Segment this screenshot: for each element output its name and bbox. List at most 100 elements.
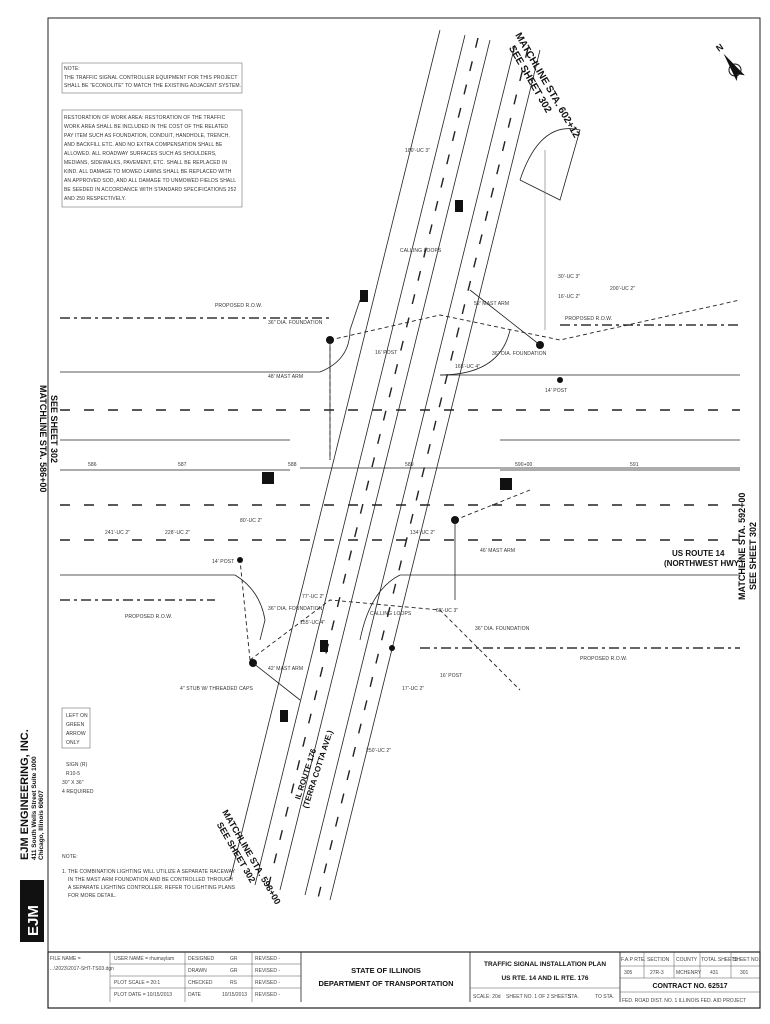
labels-uc-9: 155'-UC 4" — [300, 620, 325, 626]
stations-5: 591 — [630, 462, 639, 468]
sign-legend-1: R10-5 — [66, 771, 80, 777]
labels-foundation: 36" DIA. FOUNDATION — [475, 626, 530, 632]
signal-head — [262, 472, 274, 484]
title-block-checked-2: RS — [230, 980, 238, 986]
title-block: FILE NAME = ...\2023\2017-SHT-TS03.dgn U… — [47, 951, 761, 1009]
signal-head — [280, 710, 288, 722]
north-arrow-icon: N — [714, 42, 745, 82]
firm-address2: Chicago, Illinois 60607 — [38, 790, 45, 860]
notes-lighting-text-0: 1. THE COMBINATION LIGHTING WILL UTILIZE… — [62, 869, 236, 875]
labels-row: PROPOSED R.O.W. — [580, 656, 627, 662]
labels-row: PROPOSED R.O.W. — [125, 614, 172, 620]
title-block-sheet-no: SHEET NO. 1 OF 2 SHEETS — [506, 994, 572, 1000]
labels-calling-loops: CALLING LOOPS — [400, 248, 442, 254]
title-block-revised: REVISED - — [255, 992, 280, 998]
title-block-total: 431 — [710, 970, 719, 976]
controller-note: NOTE: THE TRAFFIC SIGNAL CONTROLLER EQUI… — [61, 62, 243, 94]
title-block-section-label: SECTION — [647, 957, 670, 963]
title-block-sheet: 301 — [740, 970, 749, 976]
stations-1: 587 — [178, 462, 187, 468]
notes-controller-title: NOTE: — [64, 66, 80, 72]
notes-restoration-text-8: BE SEEDED IN ACCORDANCE WITH STANDARD SP… — [64, 187, 237, 193]
title-block-section: 27R-3 — [650, 970, 664, 976]
title-block-sheet-label: SHEET NO. — [733, 957, 760, 963]
labels-uc-1: 30'-UC 3" — [558, 274, 580, 280]
notes-lighting-text-2: A SEPARATE LIGHTING CONTROLLER. REFER TO… — [68, 885, 236, 891]
labels-row: PROPOSED R.O.W. — [565, 316, 612, 322]
notes-restoration-text-5: MEDIANS, SIDEWALKS, PAVEMENT, ETC. SHALL… — [64, 160, 227, 166]
labels-uc-11: 17'-UC 2" — [402, 686, 424, 692]
title-block-fap: 305 — [624, 970, 633, 976]
notes-controller-text-0: THE TRAFFIC SIGNAL CONTROLLER EQUIPMENT … — [64, 75, 238, 81]
labels-uc-5: 241'-UC 2" — [105, 530, 130, 536]
notes-restoration-text-3: AND BACKFILL ETC. AND NO EXTRA COMPENSAT… — [64, 142, 223, 148]
matchlines-right-1: SEE SHEET 302 — [748, 522, 758, 590]
title-block-user-name: USER NAME = rhumaylam — [114, 956, 174, 962]
labels-uc-8: 77'-UC 2" — [302, 594, 324, 600]
mast-arms — [252, 289, 541, 701]
notes-restoration-text-7: AN APPROVED SOD, AND ALL DAMAGE TO UNMOW… — [64, 178, 236, 184]
matchline-bottom: MATCHLINE STA. 598+00 SEE SHEET 302 — [215, 808, 283, 906]
title-block-fap-label: F.A.P RTE. — [621, 957, 646, 963]
title-block-agency1: STATE OF ILLINOIS — [351, 966, 421, 975]
post — [389, 645, 395, 651]
labels-post-16: 16' POST — [440, 673, 462, 679]
firm-logo: EJM EJM ENGINEERING, INC. 411 South Well… — [19, 729, 45, 942]
labels-mast-48: 48' MAST ARM — [268, 374, 303, 380]
title-block-file-name: ...\2023\2017-SHT-TS03.dgn — [50, 966, 114, 972]
labels-foundation: 36" DIA. FOUNDATION — [492, 351, 547, 357]
restoration-note: RESTORATION OF WORK AREA: RESTORATION OF… — [61, 109, 243, 208]
station-labels: 586 587 588 589 590+00 591 — [88, 462, 639, 468]
title-block-designed-2: GR — [230, 956, 238, 962]
title-block-drawn-2: GR — [230, 968, 238, 974]
stations-0: 586 — [88, 462, 97, 468]
matchline-left: MATCHLINE STA. 586+00 SEE SHEET 302 — [38, 385, 59, 492]
title-block-revised: REVISED - — [255, 968, 280, 974]
notes-restoration-text-4: ALLOWED. ALL ROADWAY SURFACES SUCH AS SH… — [64, 151, 217, 157]
labels-post-16: 16' POST — [375, 350, 397, 356]
title-block-sheet-title2: US RTE. 14 AND IL RTE. 176 — [501, 975, 588, 982]
callout-labels: PROPOSED R.O.W. PROPOSED R.O.W. PROPOSED… — [105, 148, 635, 754]
sign-text-1: GREEN — [66, 722, 85, 728]
sign-legend-0: SIGN (R) — [66, 762, 88, 768]
title-block-checked-0: CHECKED — [188, 980, 213, 986]
notes-lighting-text-3: FOR MORE DETAIL. — [68, 893, 116, 899]
title-block-revised: REVISED - — [255, 956, 280, 962]
labels-calling-loops: CALLING LOOPS — [370, 611, 412, 617]
north-arrow: N — [714, 42, 725, 54]
sign-legend-2: 30" X 36" — [62, 780, 84, 786]
stations-2: 588 — [288, 462, 297, 468]
us-route-14-label: US ROUTE 14 (NORTHWEST HWY.) — [664, 549, 743, 568]
matchline-top: MATCHLINE STA. 602+12 SEE SHEET 302 — [506, 31, 582, 140]
matchlines-top-0: MATCHLINE STA. 602+12 — [512, 31, 581, 140]
notes-restoration-text-2: PAY ITEM SUCH AS FOUNDATION, CONDUIT, HA… — [64, 133, 230, 139]
us-route-14-roadway — [60, 299, 740, 649]
labels-uc-10: 68'-UC 3" — [436, 608, 458, 614]
signal-head — [455, 200, 463, 212]
matchlines-left-1: SEE SHEET 302 — [49, 395, 59, 463]
title-block-designed-0: DESIGNED — [188, 956, 215, 962]
title-block-revised: REVISED - — [255, 980, 280, 986]
labels-post-14: 14' POST — [212, 559, 234, 565]
notes-controller-text-1: SHALL BE "ECONOLITE" TO MATCH THE EXISTI… — [64, 83, 241, 89]
title-block-agency2: DEPARTMENT OF TRANSPORTATION — [319, 979, 454, 988]
notes-restoration-text-9: AND 250 RESPECTIVELY. — [64, 196, 126, 202]
title-block-sheet-title1: TRAFFIC SIGNAL INSTALLATION PLAN — [484, 961, 606, 968]
title-block-sta-from: STA. — [568, 994, 579, 1000]
title-block-date-2: 10/15/2013 — [222, 992, 247, 998]
title-block-plot-date: PLOT DATE = 10/15/2013 — [114, 992, 172, 998]
firm-address1: 411 South Wells Street Suite 1000 — [31, 756, 38, 860]
notes-restoration-text-0: RESTORATION OF WORK AREA: RESTORATION OF… — [64, 115, 226, 121]
sign-text-2: ARROW — [66, 731, 86, 737]
labels-uc-2: 16'-UC 2" — [558, 294, 580, 300]
title-block-county: MCHENRY — [676, 970, 702, 976]
title-block-scale: SCALE: 20d — [473, 994, 501, 1000]
sign-text-3: ONLY — [66, 740, 80, 746]
labels-uc-7: 80'-UC 2" — [240, 518, 262, 524]
labels-stub: 4" STUB W/ THREADED CAPS — [180, 686, 254, 692]
matchlines-bottom-0: MATCHLINE STA. 598+00 — [220, 808, 282, 906]
il-route-176-roadway — [229, 29, 581, 901]
matchlines-right-0: MATCHLINE STA. 592+00 — [737, 493, 747, 600]
notes-restoration-text-1: WORK AREA SHALL BE INCLUDED IN THE COST … — [64, 124, 228, 130]
